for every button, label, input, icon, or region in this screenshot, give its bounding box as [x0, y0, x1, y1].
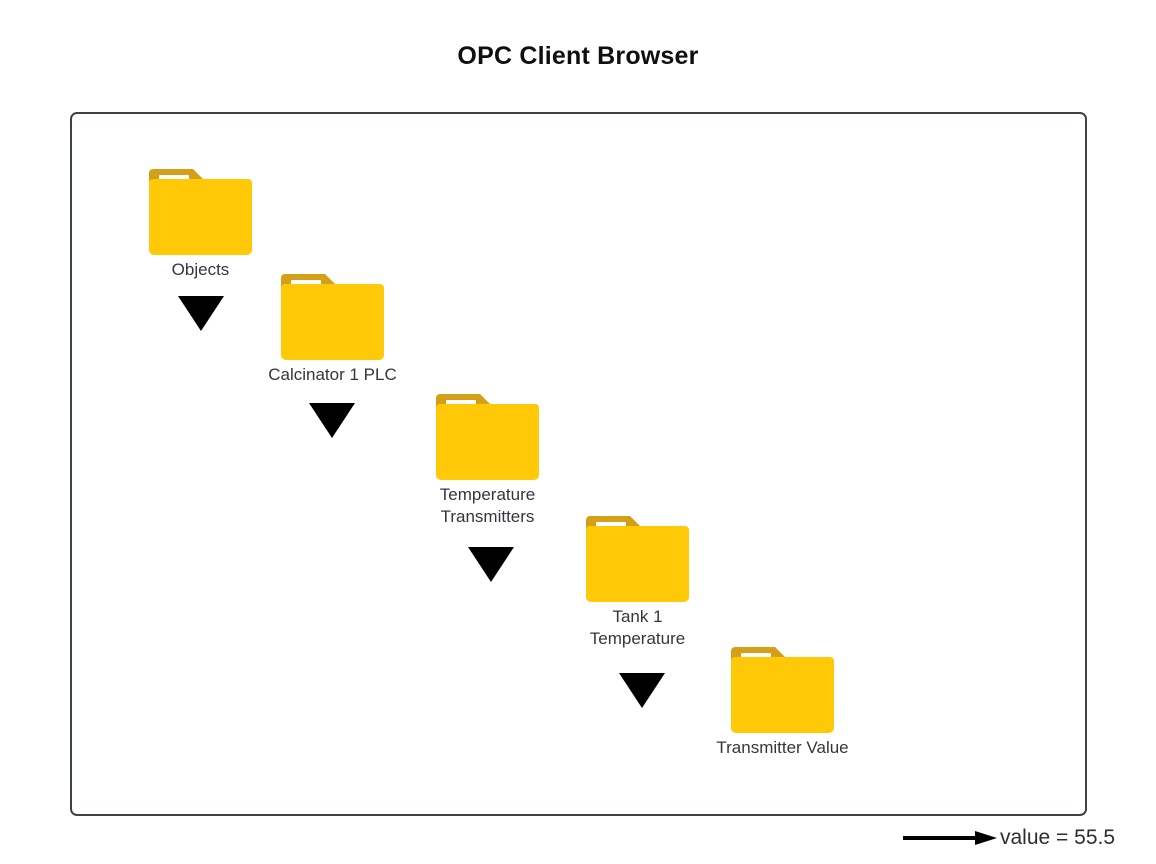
page-title: OPC Client Browser — [457, 42, 699, 70]
label-line: Transmitter Value — [716, 738, 849, 757]
folder-body — [731, 657, 834, 733]
folder-icon — [436, 394, 539, 480]
folder-slot — [291, 280, 321, 287]
folder-icon — [586, 516, 689, 602]
arrow-head — [975, 831, 997, 845]
triangle-down-icon — [309, 403, 355, 438]
triangle-down-icon — [468, 547, 514, 582]
folder-body — [436, 404, 539, 480]
label-line: Objects — [171, 260, 230, 279]
tree-node-label: Objects — [172, 259, 230, 281]
tree-node-label: Calcinator 1 PLC — [268, 364, 397, 386]
folder-slot — [159, 175, 189, 182]
folder-slot — [741, 653, 771, 660]
arrow-right-icon — [903, 831, 999, 847]
folder-icon — [731, 647, 834, 733]
label-line: Transmitters — [440, 507, 535, 526]
tree-node-transmitter-value[interactable]: Transmitter Value — [716, 647, 849, 757]
label-line: Calcinator 1 PLC — [268, 365, 397, 384]
tree-node-label: Temperature Transmitters — [440, 484, 535, 528]
value-readout: value = 55.5 — [1000, 826, 1116, 849]
folder-icon — [281, 274, 384, 360]
tree-node-label: Transmitter Value — [716, 737, 848, 759]
diagram-canvas: Objects Calcinator 1 PLC Temperature Tra… — [70, 112, 1115, 849]
folder-icon — [149, 169, 252, 255]
tree-node-calcinator-1-plc[interactable]: Calcinator 1 PLC — [268, 274, 397, 384]
label-line: Temperature — [439, 485, 536, 504]
triangle-down-icon — [619, 673, 665, 708]
tree-node-objects[interactable]: Objects — [149, 169, 252, 279]
folder-body — [586, 526, 689, 602]
label-line: Temperature — [589, 629, 686, 648]
tree-node-tank-1-temperature[interactable]: Tank 1 Temperature — [586, 516, 689, 648]
folder-body — [281, 284, 384, 360]
folder-slot — [446, 400, 476, 407]
tree-node-temperature-transmitters[interactable]: Temperature Transmitters — [436, 394, 539, 526]
label-line: Tank 1 — [612, 607, 663, 626]
folder-body — [149, 179, 252, 255]
triangle-down-icon — [178, 296, 224, 331]
arrow-line — [903, 836, 979, 840]
tree-node-label: Tank 1 Temperature — [590, 606, 685, 650]
folder-slot — [596, 522, 626, 529]
